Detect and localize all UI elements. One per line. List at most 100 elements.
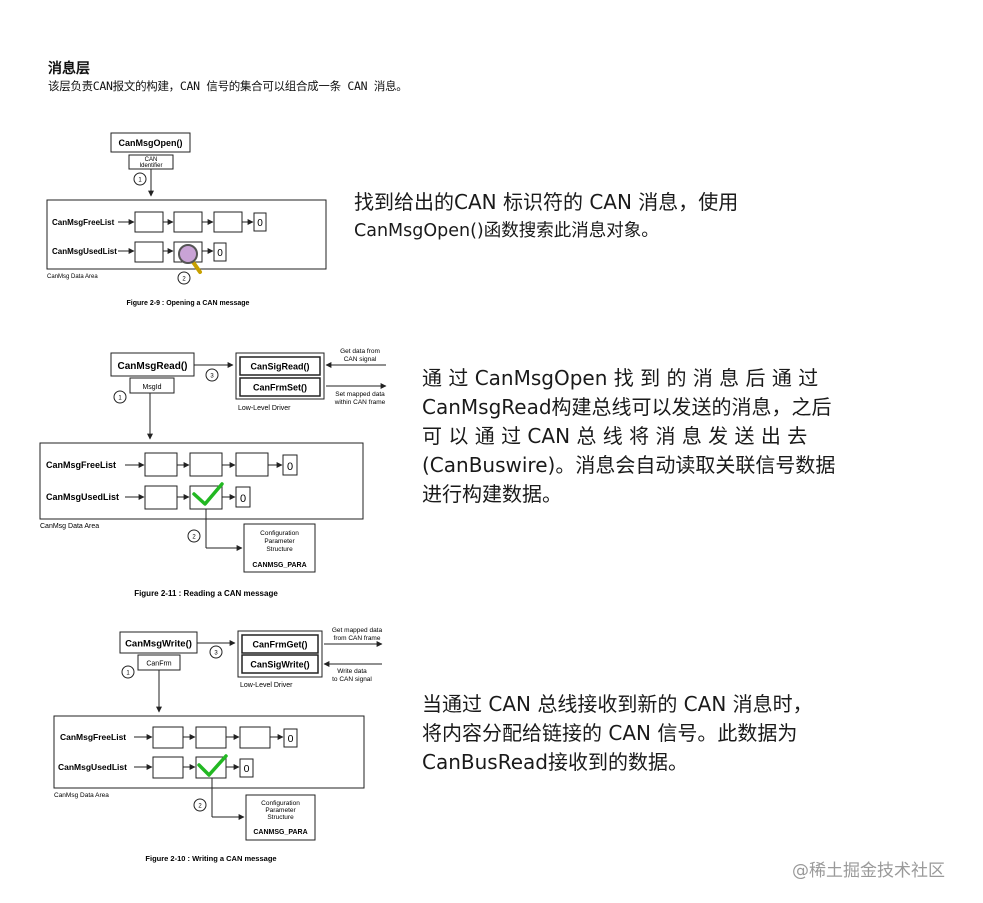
step-3-label: 3 [210, 374, 214, 380]
func-label: CanMsgRead() [117, 361, 187, 372]
used-terminator [239, 758, 254, 778]
figure-open-labels: CanMsgOpen() CAN Identifier 1 CanMsgFree… [47, 138, 263, 307]
free-node-2 [195, 726, 227, 749]
description-line: 当通过 CAN 总线接收到新的 CAN 消息时， [422, 692, 813, 716]
description-open: 找到给出的CAN 标识符的 CAN 消息，使用 CanMsgOpen()函数搜索… [354, 188, 834, 246]
used-terminator-label: 0 [240, 493, 246, 505]
description-line: 找到给出的CAN 标识符的 CAN 消息，使用 [354, 190, 739, 214]
config-name: CANMSG_PARA [253, 829, 307, 836]
param-label: MsgId [142, 384, 161, 391]
step-3-label: 3 [214, 651, 218, 657]
driver-fn-1-label: CanFrmGet() [252, 640, 307, 650]
free-node-3 [235, 452, 269, 477]
description-line: (CanBuswire)。消息会自动读取关联信号数据 [422, 453, 836, 477]
watermark: @稀土掘金技术社区 [792, 861, 945, 881]
used-terminator-label: 0 [217, 248, 223, 259]
check-icon [192, 482, 224, 506]
used-terminator [213, 242, 227, 262]
note-1-line-1: Get data from [340, 348, 380, 355]
config-name: CANMSG_PARA [252, 562, 306, 569]
step-3-marker [209, 645, 223, 659]
free-node-1 [134, 211, 164, 233]
used-list-label: CanMsgUsedList [46, 492, 119, 502]
magnifier-icon [178, 244, 202, 274]
section-heading: 消息层 [48, 61, 90, 77]
free-terminator-label: 0 [287, 461, 293, 473]
section-intro: 该层负责CAN报文的构建，CAN 信号的集合可以组合成一条 CAN 消息。 [48, 79, 408, 93]
figure-write-labels: CanMsgWrite() CanFrm 1 3 CanFrmGet() Can… [54, 627, 382, 863]
step-2-marker [187, 529, 201, 543]
step-1-marker [133, 172, 147, 186]
config-box [245, 794, 316, 841]
description-line: CanBusRead接收到的数据。 [422, 750, 688, 774]
step-2-marker [193, 798, 207, 812]
driver-fn-2-box [241, 654, 319, 674]
data-area-label: CanMsg Data Area [54, 792, 109, 799]
note-1-line-1: Get mapped data [332, 627, 383, 634]
param-label-2: Identifier [139, 163, 162, 169]
used-terminator [235, 486, 251, 508]
note-2-line-1: Set mapped data [335, 391, 385, 398]
free-node-1 [144, 452, 178, 477]
func-label: CanMsgOpen() [119, 138, 183, 148]
step-1-marker [113, 390, 127, 404]
step-1-marker [121, 665, 135, 679]
figure-caption: Figure 2-9 : Opening a CAN message [127, 300, 250, 307]
used-node-1 [144, 485, 178, 510]
config-line-2: Parameter [264, 538, 295, 545]
description-write: 当通过 CAN 总线接收到新的 CAN 消息时， 将内容分配给链接的 CAN 信… [422, 690, 894, 777]
func-box [110, 132, 191, 153]
driver-fn-1-box [239, 356, 321, 376]
free-list-label: CanMsgFreeList [60, 732, 126, 742]
description-read: 通 过 CanMsgOpen 找 到 的 消 息 后 通 过 CanMsgRea… [422, 364, 894, 509]
description-line: 通 过 CanMsgOpen 找 到 的 消 息 后 通 过 [422, 366, 819, 390]
check-icon [197, 754, 228, 777]
func-label: CanMsgWrite() [125, 639, 192, 650]
free-node-2 [173, 211, 203, 233]
config-line-2: Parameter [265, 807, 296, 814]
step-3-marker [205, 368, 219, 382]
used-list-label: CanMsgUsedList [52, 247, 117, 256]
free-node-1 [152, 726, 184, 749]
free-node-3 [213, 211, 243, 233]
note-1-line-2: CAN signal [344, 356, 377, 363]
driver-fn-2-label: CanSigWrite() [250, 660, 309, 670]
free-terminator [283, 728, 298, 748]
driver-fn-2-box [239, 377, 321, 397]
figure-read-labels: CanMsgRead() MsgId 1 3 CanSigRead() CanF… [40, 348, 386, 598]
param-box [129, 377, 175, 394]
driver-label: Low-Level Driver [240, 682, 293, 689]
figure-read-message [39, 352, 387, 573]
config-line-1: Configuration [261, 800, 300, 807]
used-list-label: CanMsgUsedList [58, 762, 127, 772]
free-terminator-label: 0 [257, 218, 263, 229]
param-label: CanFrm [146, 661, 171, 668]
description-line: 将内容分配给链接的 CAN 信号。此数据为 [422, 721, 798, 745]
config-line-3: Structure [267, 814, 294, 821]
note-2-line-2: within CAN frame [334, 399, 386, 406]
data-area-label: CanMsg Data Area [40, 523, 99, 530]
note-1-line-2: from CAN frame [334, 635, 381, 642]
description-line: CanMsgOpen()函数搜索此消息对象。 [354, 221, 659, 241]
note-2-line-2: to CAN signal [332, 676, 372, 683]
free-terminator-label: 0 [288, 733, 294, 745]
step-1-label: 1 [126, 671, 130, 677]
description-line: 可 以 通 过 CAN 总 线 将 消 息 发 送 出 去 [422, 424, 808, 448]
free-terminator [282, 454, 298, 476]
driver-fn-1-label: CanSigRead() [250, 362, 309, 372]
free-list-label: CanMsgFreeList [52, 218, 115, 227]
free-terminator [253, 212, 267, 232]
description-line: CanMsgRead构建总线可以发送的消息，之后 [422, 395, 832, 419]
step-2-label: 2 [192, 535, 196, 541]
config-box [243, 523, 316, 573]
config-line-3: Structure [266, 546, 293, 553]
step-1-label: 1 [118, 396, 122, 402]
data-area-label: CanMsg Data Area [47, 274, 98, 280]
used-terminator-label: 0 [244, 763, 250, 775]
driver-label: Low-Level Driver [238, 405, 291, 412]
driver-fn-1-box [241, 634, 319, 654]
free-node-3 [239, 726, 271, 749]
param-label-1: CAN [145, 157, 158, 163]
description-line: 进行构建数据。 [422, 482, 562, 506]
